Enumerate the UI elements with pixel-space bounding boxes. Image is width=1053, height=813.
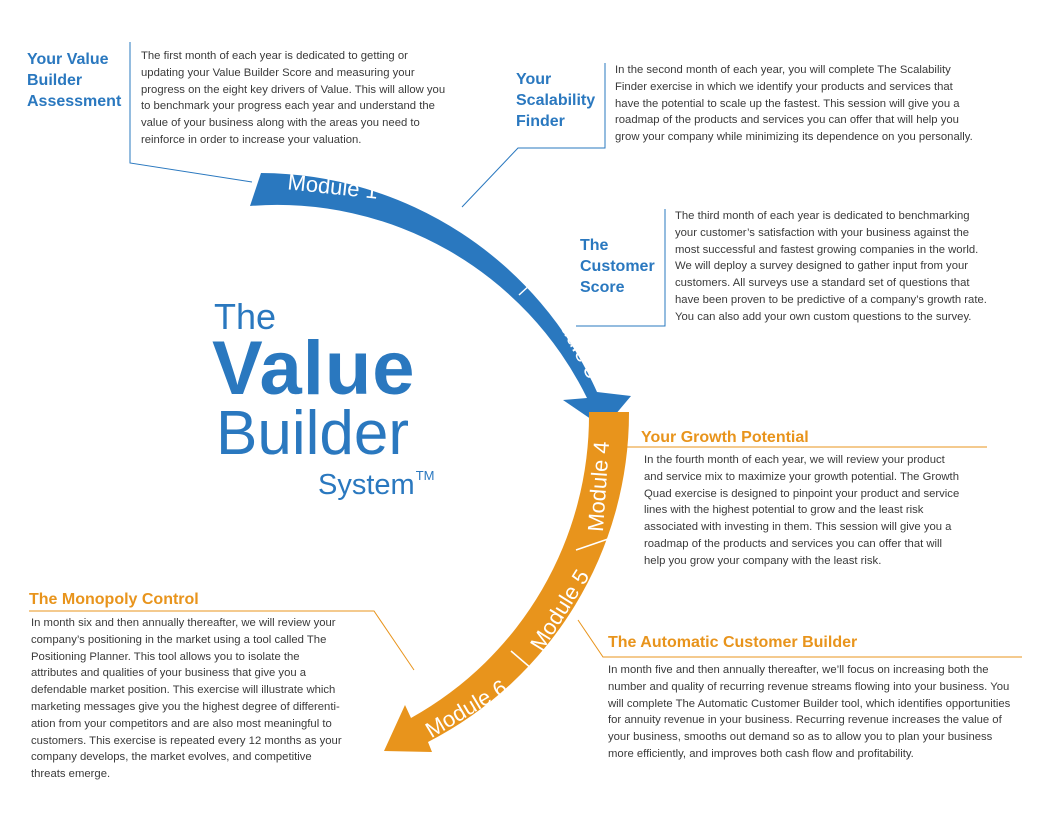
divider-4-5: [575, 537, 612, 551]
heading-line: Finder: [516, 113, 565, 130]
heading-line: Scalability: [516, 92, 596, 109]
title-system: SystemTM: [318, 468, 434, 502]
text-line: more efficiently, and improves both cash…: [608, 747, 914, 760]
text-line: defendable market position. This exercis…: [31, 684, 336, 697]
text-line: associated with investing in them. This …: [644, 521, 952, 534]
text-line: updating your Value Builder Score and me…: [141, 66, 415, 79]
heading-line: Your Value: [27, 51, 109, 68]
text-line: lines with the highest potential to grow…: [644, 504, 924, 517]
text-line: customers. All surveys use a standard se…: [675, 277, 970, 290]
trademark-mark: TM: [415, 468, 435, 483]
growth-text: In the fourth month of each year, we wil…: [644, 452, 959, 570]
text-line: reinforce in order to increase your valu…: [141, 133, 362, 146]
text-line: The first month of each year is dedicate…: [141, 50, 408, 62]
orange-arc: [384, 412, 630, 752]
text-line: and service mix to maximize your growth …: [644, 470, 959, 483]
title-builder: Builder: [216, 399, 409, 468]
divider-5-6: [510, 650, 540, 676]
customer-score-heading: The Customer Score: [580, 235, 655, 298]
title-system-word: System: [318, 469, 415, 501]
text-line: to benchmark your progress each year and…: [141, 100, 435, 113]
monopoly-heading: The Monopoly Control: [29, 591, 199, 608]
text-line: grow your company while minimizing its d…: [615, 131, 973, 144]
heading-line: Score: [580, 279, 625, 296]
text-line: attributes and qualities of your busines…: [31, 667, 307, 680]
heading-line: The: [580, 237, 609, 254]
heading-line: Builder: [27, 72, 83, 89]
text-line: company develops, the market evolves, an…: [31, 751, 312, 764]
text-line: progress on the eight key drivers of Val…: [141, 83, 446, 96]
text-line: In month six and then annually thereafte…: [31, 617, 336, 629]
monopoly-connector: [29, 610, 415, 671]
customer-builder-text: In month five and then annually thereaft…: [608, 662, 1010, 763]
text-line: ation from your competitors and are also…: [31, 717, 332, 730]
text-line: Positioning Planner. This tool allows yo…: [31, 650, 300, 663]
text-line: company’s positioning in the market usin…: [31, 633, 327, 646]
text-line: customers. This exercise is repeated eve…: [31, 734, 342, 747]
customer-builder-connector: [577, 619, 1022, 658]
text-line: marketing messages give you the highest …: [31, 700, 340, 713]
text-line: roadmap of the products and services you…: [644, 537, 943, 550]
scalability-heading: Your Scalability Finder: [516, 69, 595, 132]
text-line: In month five and then annually thereaft…: [608, 664, 989, 676]
text-line: value of your business along with the ar…: [141, 117, 420, 130]
customer-score-connector: [576, 209, 666, 327]
text-line: Quad exercise is designed to pinpoint yo…: [644, 487, 960, 500]
text-line: for annuity revenue in your business. Re…: [608, 714, 1002, 727]
heading-line: Your: [516, 71, 552, 88]
text-line: Finder exercise in which we identify you…: [615, 80, 953, 93]
text-line: In the fourth month of each year, we wil…: [644, 454, 945, 466]
text-line: your business, smooths out demand so as …: [608, 731, 993, 744]
text-line: You can also add your own custom questio…: [675, 310, 972, 323]
text-line: most successful and fastest growing comp…: [675, 243, 979, 256]
heading-line: Customer: [580, 258, 655, 275]
blue-arc: [250, 173, 631, 428]
text-line: will complete The Automatic Customer Bui…: [608, 697, 1011, 710]
text-line: We will deploy a survey designed to gath…: [675, 260, 969, 273]
text-line: number and quality of recurring revenue …: [608, 680, 1010, 693]
text-line: have been proven to be predictive of a c…: [675, 293, 987, 306]
text-line: The third month of each year is dedicate…: [675, 210, 970, 222]
title-value: Value: [212, 326, 416, 411]
customer-score-text: The third month of each year is dedicate…: [675, 208, 987, 326]
text-line: help you grow your company with the leas…: [644, 554, 882, 567]
assessment-text: The first month of each year is dedicate…: [141, 48, 445, 149]
scalability-text: In the second month of each year, you wi…: [615, 62, 973, 146]
assessment-heading: Your Value Builder Assessment: [27, 49, 121, 112]
text-line: your customer’s satisfaction with your b…: [675, 226, 970, 239]
divider-2-3: [518, 270, 546, 296]
title-the: The: [214, 296, 277, 337]
heading-line: Assessment: [27, 93, 122, 110]
scalability-connector: [461, 63, 606, 208]
text-line: roadmap of the products and services you…: [615, 114, 959, 127]
text-line: In the second month of each year, you wi…: [615, 64, 951, 76]
monopoly-text: In month six and then annually thereafte…: [31, 615, 342, 783]
customer-builder-heading: The Automatic Customer Builder: [608, 634, 858, 651]
text-line: threats emerge.: [31, 768, 111, 781]
growth-heading: Your Growth Potential: [641, 429, 809, 446]
divider-1-2: [398, 175, 408, 201]
text-line: have the potential to scale up the faste…: [615, 97, 960, 110]
assessment-connector: [129, 42, 253, 183]
